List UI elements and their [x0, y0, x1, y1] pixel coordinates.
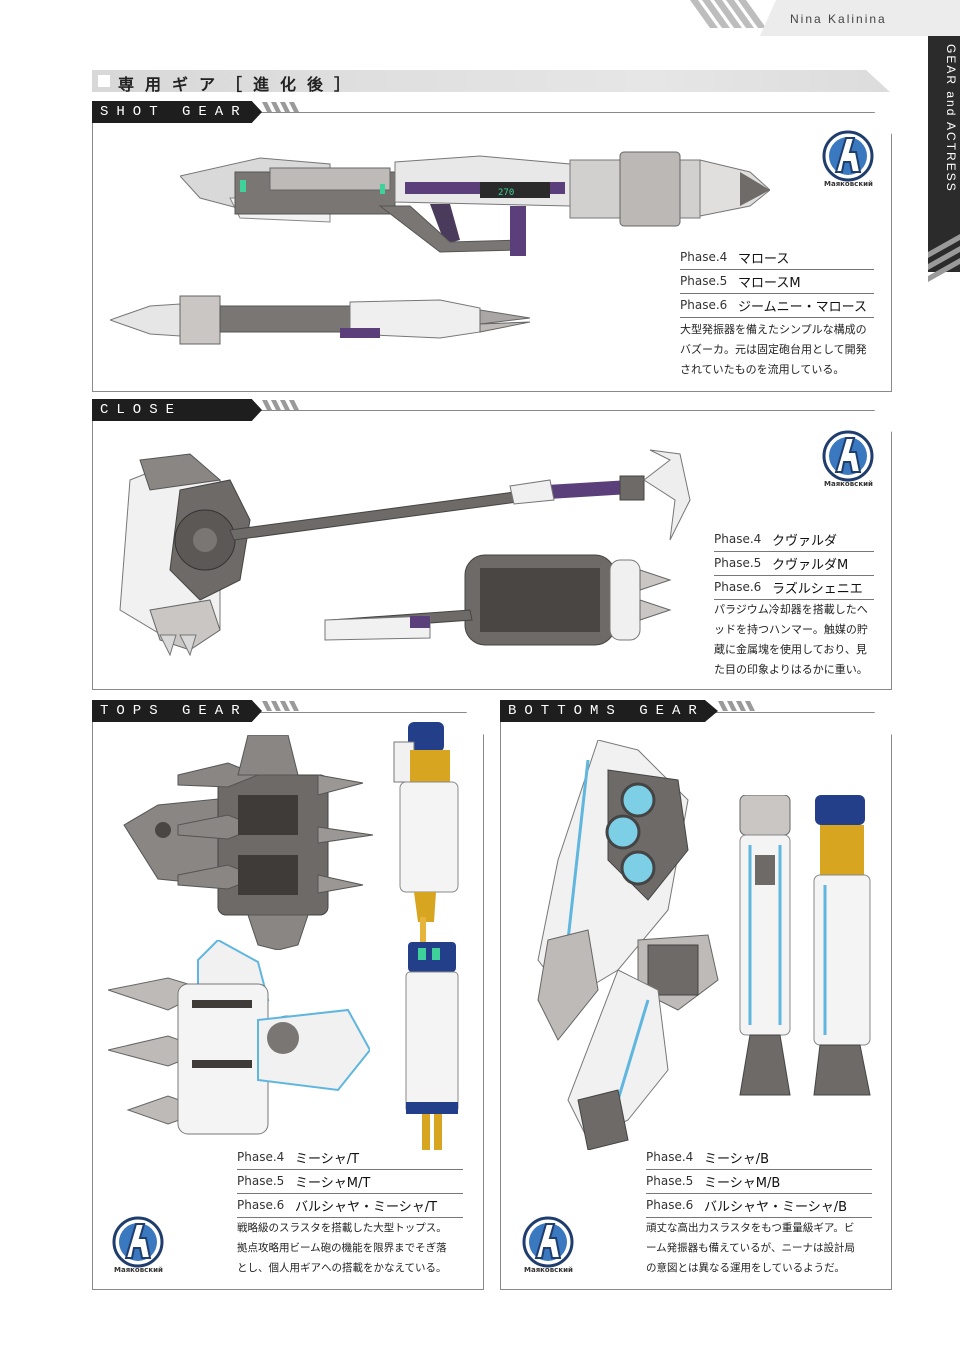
shot-gear-side-view: 270: [180, 151, 770, 256]
mayakovsky-logo-icon: [822, 130, 874, 182]
logo-caption: Маяковский: [824, 480, 873, 488]
shot-gear-label: SHOT GEAR: [92, 101, 262, 123]
shot-gear-top-view: [110, 295, 530, 345]
label-stripes: [262, 102, 299, 112]
logo-caption: Маяковский: [524, 1266, 573, 1274]
actress-name: Nina Kalinina: [790, 12, 887, 26]
bottoms-gear-label: BOTTOMS GEAR: [500, 700, 718, 722]
shot-counter: 270: [498, 188, 514, 198]
page-title: 専用ギア［進化後］: [118, 75, 362, 94]
tops-gear-back-view: [123, 735, 374, 950]
close-gear-label: CLOSE GEAR: [92, 399, 262, 421]
tops-gear-front-view: [108, 940, 370, 1135]
bottoms-gear-side-views: [739, 795, 871, 1096]
mayakovsky-logo-icon: [112, 1216, 164, 1268]
bottoms-gear-leg-views: [537, 740, 719, 1150]
label-stripes: [718, 701, 755, 711]
label-stripes: [262, 701, 299, 711]
tops-gear-label: TOPS GEAR: [92, 700, 262, 722]
shot-description: 大型発振器を備えたシンプルな構成の バズーカ。元は固定砲台用として開発 されてい…: [680, 323, 867, 376]
header-stripes: [690, 0, 766, 28]
close-gear-hammer: [119, 449, 691, 657]
side-tab-text: GEAR and ACTRESS: [944, 44, 958, 193]
mayakovsky-logo-icon: [822, 430, 874, 482]
side-tab-stripes: [928, 234, 960, 282]
header-bar: [760, 0, 960, 36]
tops-gear-side-view-1: [393, 722, 459, 942]
mayakovsky-logo-icon: [522, 1216, 574, 1268]
bottoms-description: 頑丈な高出力スラスタをもつ重量級ギア。ビ ーム発振器も備えているが、ニーナは設計…: [646, 1222, 855, 1274]
page-title-band: [92, 70, 890, 92]
tops-gear-side-view-2: [405, 942, 459, 1150]
logo-caption: Маяковский: [824, 180, 873, 188]
label-stripes: [262, 400, 299, 410]
side-tab: [928, 36, 960, 272]
close-description: パラジウム冷却器を搭載したへ ッドを持つハンマー。触媒の貯 蔵に金属塊を使用して…: [714, 603, 868, 676]
logo-caption: Маяковский: [114, 1266, 163, 1274]
tops-description: 戦略級のスラスタを搭載した大型トップス。 拠点攻略用ビーム砲の機能を限界までそぎ…: [237, 1222, 447, 1274]
